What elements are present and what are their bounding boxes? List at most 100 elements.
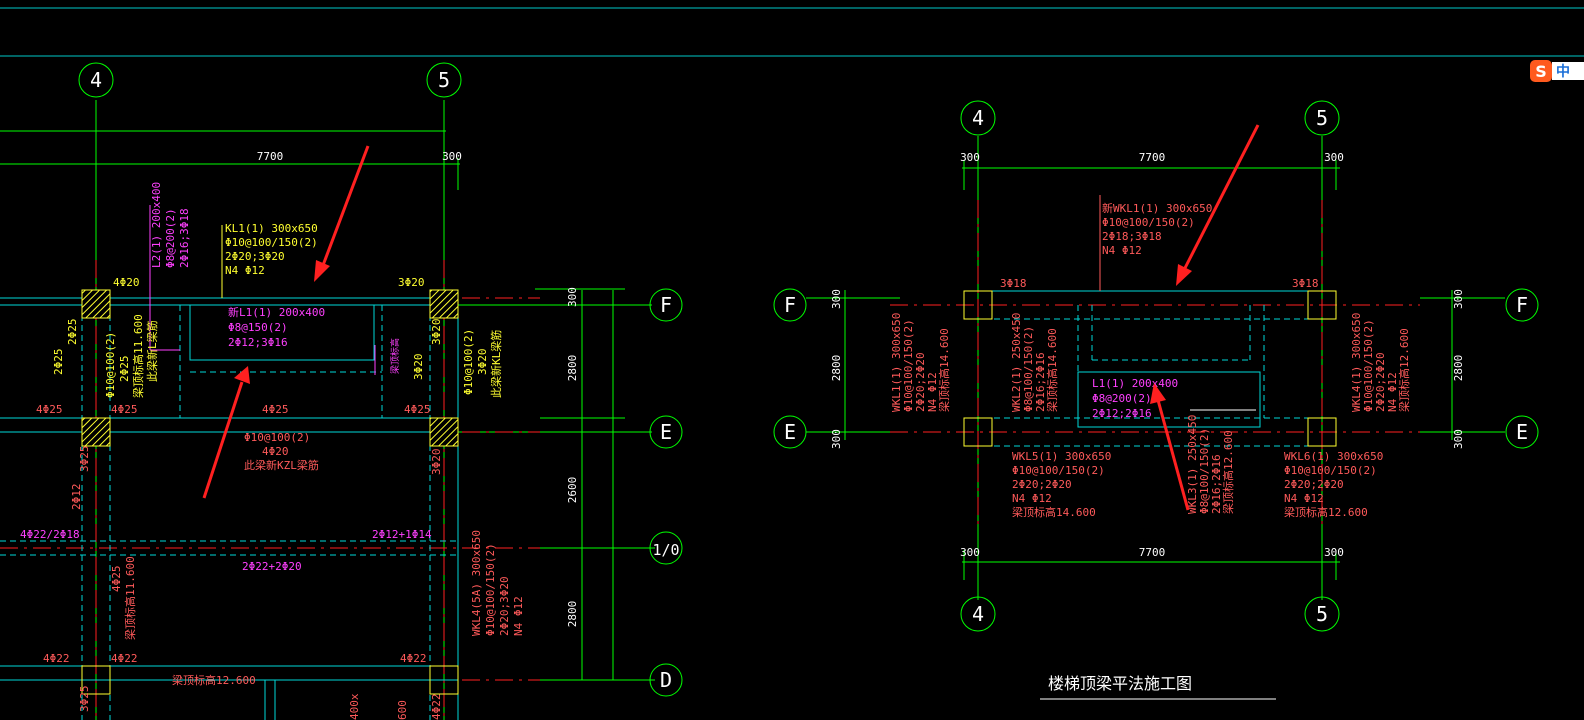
right-col-note: Φ10@100(2) 3Φ20 此梁新KL梁筋: [462, 329, 503, 398]
right-floor-plan: [806, 136, 1505, 600]
svg-text:2Φ20;3Φ20: 2Φ20;3Φ20: [225, 250, 285, 263]
axis-bubble-right-bottom-4: 4: [960, 596, 996, 632]
svg-text:4Φ22: 4Φ22: [111, 652, 138, 665]
svg-text:7700: 7700: [1139, 546, 1166, 559]
right-wkl4-vertical: WKL4(1) 300x650 Φ10@100/150(2) 2Φ20;2Φ20…: [1350, 313, 1411, 412]
left-wkl4-annotation: WKL4(5A) 300x650 Φ10@100/150(2) 2Φ20;3Φ2…: [470, 530, 525, 636]
svg-text:Φ8@150(2): Φ8@150(2): [228, 321, 288, 334]
svg-text:Φ10@100/150(2): Φ10@100/150(2): [1102, 216, 1195, 229]
svg-text:3Φ20: 3Φ20: [476, 349, 489, 376]
svg-text:Φ8@100/150(2): Φ8@100/150(2): [1022, 326, 1035, 412]
left-mid-note: Φ10@100(2) 4Φ20 此梁新KZL梁筋: [244, 431, 319, 472]
svg-text:5: 5: [438, 68, 450, 92]
svg-text:4Φ25: 4Φ25: [110, 566, 123, 593]
svg-text:梁顶标高12.600: 梁顶标高12.600: [1221, 430, 1235, 514]
svg-text:2Φ25: 2Φ25: [118, 356, 131, 383]
svg-text:WKL2(1) 250x450: WKL2(1) 250x450: [1010, 313, 1023, 412]
svg-text:4: 4: [972, 106, 984, 130]
axis-bubble-right-bottom-5: 5: [1304, 596, 1340, 632]
right-wkl1-annotation: 新WKL1(1) 300x650 Φ10@100/150(2) 2Φ18;3Φ1…: [1102, 201, 1212, 257]
svg-text:新WKL1(1) 300x650: 新WKL1(1) 300x650: [1102, 201, 1212, 215]
left-small-elev: 梁顶标高: [389, 338, 401, 374]
svg-text:600: 600: [396, 700, 409, 720]
svg-text:梁顶标高11.600: 梁顶标高11.600: [131, 314, 145, 398]
svg-text:300: 300: [1324, 546, 1344, 559]
svg-text:300: 300: [1324, 151, 1344, 164]
svg-text:2Φ22+2Φ20: 2Φ22+2Φ20: [242, 560, 302, 573]
svg-text:2Φ20;2Φ20: 2Φ20;2Φ20: [1374, 352, 1387, 412]
red-arrow-right-top: [1176, 124, 1260, 286]
svg-text:D: D: [660, 668, 672, 692]
left-l2-annotation: L2(1) 200x400 Φ8@200(2) 2Φ16;3Φ18: [150, 182, 191, 268]
svg-text:E: E: [660, 420, 672, 444]
svg-text:1/0: 1/0: [652, 541, 679, 559]
axis-bubble-right-right-F: F: [1505, 288, 1539, 322]
svg-text:Φ10@100/150(2): Φ10@100/150(2): [1362, 319, 1375, 412]
right-wkl3-vertical: WKL3(1) 250x450 Φ8@100/150(2) 2Φ16;2Φ16 …: [1186, 415, 1235, 514]
left-col-note: Φ10@100(2) 2Φ25 梁顶标高11.600 此梁新L梁筋: [104, 314, 159, 398]
right-top-left-rebar: 3Φ18: [1000, 277, 1027, 290]
svg-text:Φ10@100(2): Φ10@100(2): [462, 329, 475, 395]
right-l1-annotation: L1(1) 200x400 Φ8@200(2) 2Φ12;2Φ16: [1092, 377, 1178, 420]
svg-text:Φ10@100/150(2): Φ10@100/150(2): [225, 236, 318, 249]
svg-text:4Φ22: 4Φ22: [430, 694, 443, 720]
svg-text:2Φ12;3Φ16: 2Φ12;3Φ16: [228, 336, 288, 349]
axis-bubble-left-D: D: [649, 663, 683, 697]
axis-bubble-right-left-E: E: [773, 415, 807, 449]
svg-text:4Φ25: 4Φ25: [36, 403, 63, 416]
left-dim-d3: 2600: [566, 477, 579, 504]
left-dim-d2: 2800: [566, 355, 579, 382]
svg-text:Φ10@100/150(2): Φ10@100/150(2): [1012, 464, 1105, 477]
left-elev1: 梁顶标高11.600: [123, 556, 137, 640]
svg-text:2Φ25: 2Φ25: [52, 349, 65, 376]
svg-text:2800: 2800: [1452, 355, 1465, 382]
svg-text:3Φ25: 3Φ25: [78, 446, 91, 473]
svg-text:N4 Φ12: N4 Φ12: [1102, 244, 1142, 257]
svg-text:梁顶标高14.600: 梁顶标高14.600: [1012, 505, 1096, 519]
svg-text:S: S: [1535, 62, 1547, 81]
svg-text:Φ8@200(2): Φ8@200(2): [1092, 392, 1152, 405]
svg-text:L1(1) 200x400: L1(1) 200x400: [1092, 377, 1178, 390]
svg-text:梁顶标高12.600: 梁顶标高12.600: [1397, 328, 1411, 412]
svg-text:2Φ25: 2Φ25: [66, 319, 79, 346]
axis-bubble-right-top-5: 5: [1304, 100, 1340, 136]
svg-text:4Φ25: 4Φ25: [262, 403, 289, 416]
svg-text:2Φ20;3Φ20: 2Φ20;3Φ20: [498, 576, 511, 636]
red-arrow-right-bottom: [1150, 383, 1190, 511]
svg-text:3Φ20: 3Φ20: [430, 319, 443, 346]
svg-text:2Φ12;2Φ16: 2Φ12;2Φ16: [1092, 407, 1152, 420]
svg-text:3Φ20: 3Φ20: [412, 354, 425, 381]
axis-bubble-left-4: 4: [78, 62, 114, 98]
svg-text:N4 Φ12: N4 Φ12: [1284, 492, 1324, 505]
axis-bubble-left-E: E: [649, 415, 683, 449]
svg-text:F: F: [784, 293, 796, 317]
svg-text:5: 5: [1316, 106, 1328, 130]
svg-text:2Φ20;2Φ20: 2Φ20;2Φ20: [1012, 478, 1072, 491]
svg-text:3Φ25: 3Φ25: [78, 686, 91, 713]
ime-indicator[interactable]: S 中: [1528, 58, 1584, 84]
right-wkl2-vertical: WKL2(1) 250x450 Φ8@100/150(2) 2Φ16;2Φ16 …: [1010, 313, 1059, 412]
red-arrow-left-bottom: [202, 366, 250, 499]
svg-text:300: 300: [830, 429, 843, 449]
svg-text:N4 Φ12: N4 Φ12: [926, 372, 939, 412]
svg-text:4Φ25: 4Φ25: [404, 403, 431, 416]
svg-text:F: F: [660, 293, 672, 317]
svg-text:WKL5(1) 300x650: WKL5(1) 300x650: [1012, 450, 1111, 463]
svg-text:3Φ20: 3Φ20: [398, 276, 425, 289]
svg-text:新L1(1) 200x400: 新L1(1) 200x400: [228, 305, 325, 319]
axis-bubble-left-F: F: [649, 288, 683, 322]
svg-text:4Φ22: 4Φ22: [400, 652, 427, 665]
svg-text:4Φ22/2Φ18: 4Φ22/2Φ18: [20, 528, 80, 541]
red-arrow-left-top: [314, 145, 370, 282]
svg-text:N4 Φ12: N4 Φ12: [1012, 492, 1052, 505]
right-top-right-rebar: 3Φ18: [1292, 277, 1319, 290]
svg-text:N4 Φ12: N4 Φ12: [1386, 372, 1399, 412]
left-kl1-annotation: KL1(1) 300x650 Φ10@100/150(2) 2Φ20;3Φ20 …: [225, 222, 318, 277]
svg-text:此梁新L梁筋: 此梁新L梁筋: [145, 320, 159, 382]
svg-text:WKL4(5A) 300x650: WKL4(5A) 300x650: [470, 530, 483, 636]
svg-text:WKL4(1) 300x650: WKL4(1) 300x650: [1350, 313, 1363, 412]
right-dims: 300 7700 300 300 7700 300 300 2800 300 3…: [830, 151, 1465, 559]
axis-bubble-right-top-4: 4: [960, 100, 996, 136]
axis-bubble-left-5: 5: [426, 62, 462, 98]
